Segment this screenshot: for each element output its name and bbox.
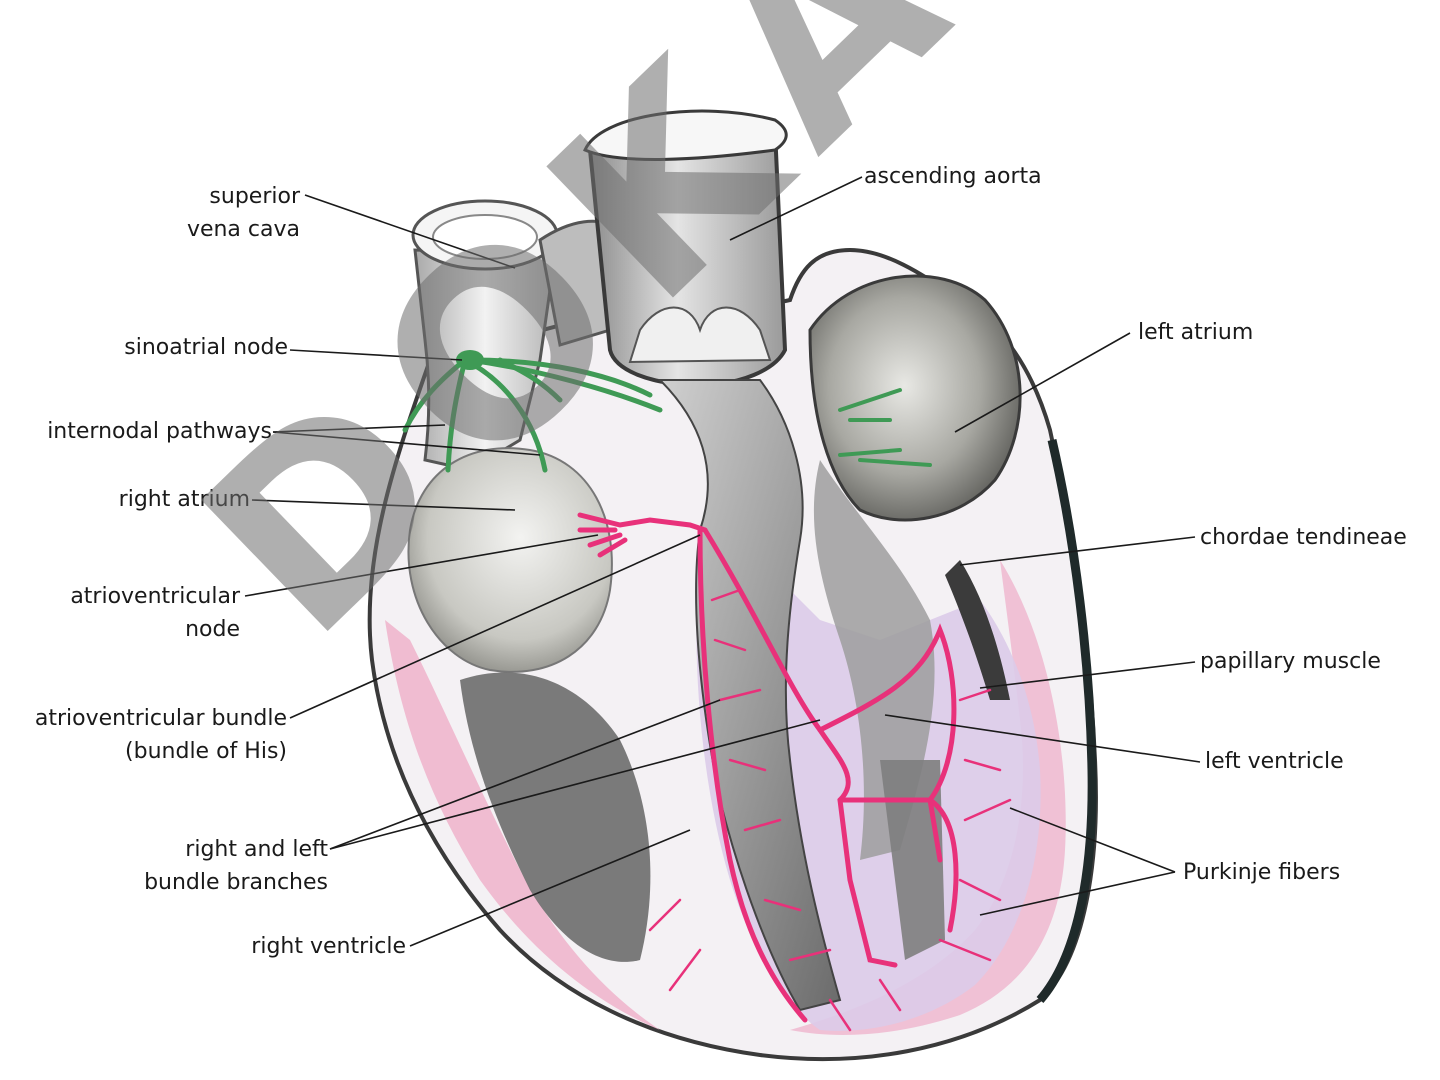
label-line: atrioventricular xyxy=(70,584,240,609)
label-atrioventricular-node: atrioventricular node xyxy=(40,580,240,646)
label-bundle-branches: right and left bundle branches xyxy=(120,833,328,899)
label-right-ventricle: right ventricle xyxy=(251,934,406,959)
label-left-atrium: left atrium xyxy=(1138,320,1254,345)
label-ascending-aorta: ascending aorta xyxy=(864,164,1042,189)
label-left-ventricle: left ventricle xyxy=(1205,749,1344,774)
label-internodal-pathways: internodal pathways xyxy=(47,419,272,444)
label-sinoatrial-node: sinoatrial node xyxy=(124,335,288,360)
label-purkinje-fibers: Purkinje fibers xyxy=(1183,860,1341,885)
label-line: atrioventricular bundle xyxy=(34,706,287,731)
label-right-atrium: right atrium xyxy=(118,487,250,512)
label-papillary-muscle: papillary muscle xyxy=(1200,649,1381,674)
label-superior-vena-cava: superior vena cava xyxy=(150,180,300,246)
label-line: bundle branches xyxy=(144,870,328,895)
label-line: superior xyxy=(209,184,300,209)
label-line: vena cava xyxy=(186,217,300,242)
label-line: (bundle of His) xyxy=(125,739,287,764)
label-chordae-tendineae: chordae tendineae xyxy=(1200,525,1407,550)
label-atrioventricular-bundle: atrioventricular bundle (bundle of His) xyxy=(5,702,287,768)
label-line: node xyxy=(185,617,240,642)
label-line: right and left xyxy=(185,837,328,862)
